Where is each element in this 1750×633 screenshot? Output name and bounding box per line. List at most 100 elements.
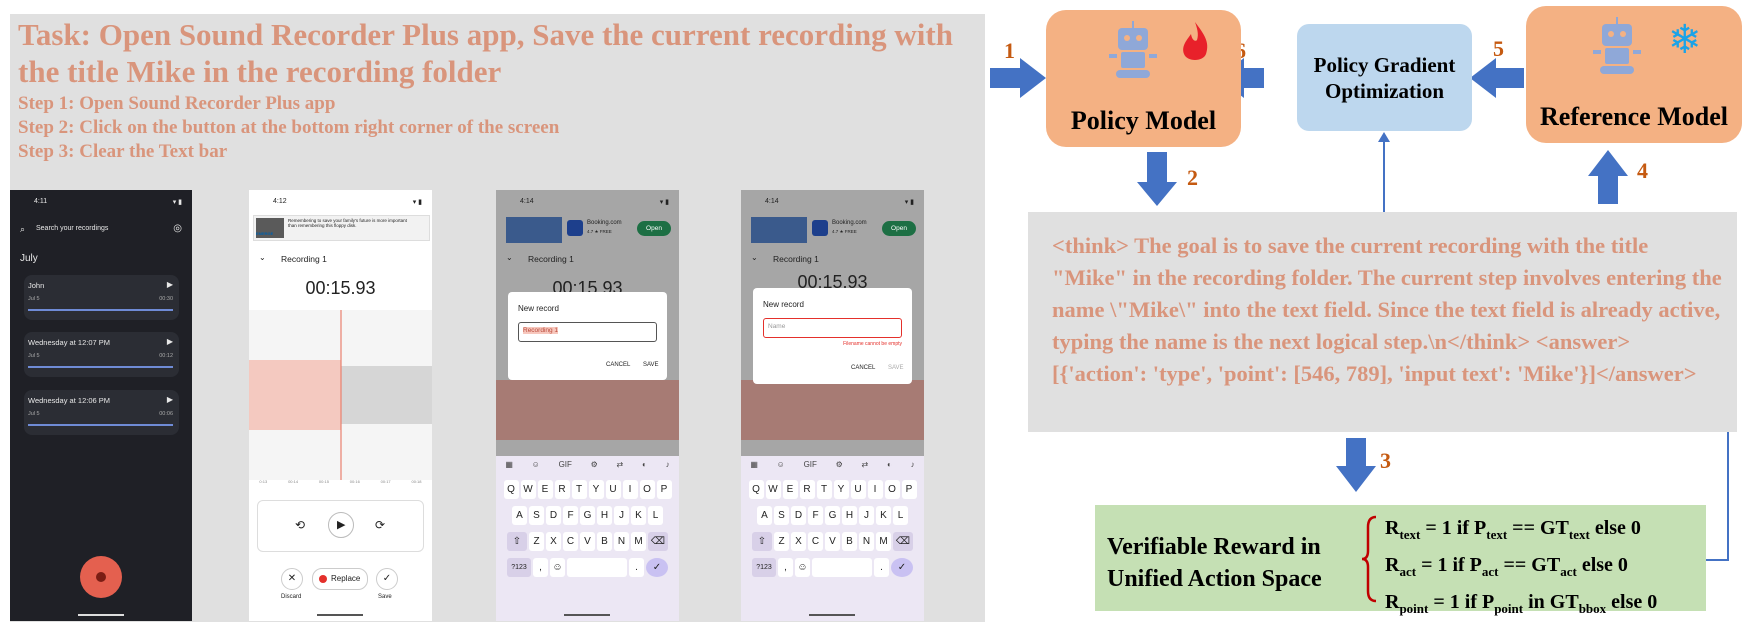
shift-icon[interactable]: ⇧ [507, 532, 527, 551]
rewind-icon[interactable]: ⟲ [295, 518, 306, 532]
key[interactable]: S [529, 506, 544, 525]
space-key[interactable] [812, 558, 872, 577]
enter-check-icon[interactable]: ✓ [646, 558, 668, 577]
key[interactable]: X [791, 532, 806, 551]
settings-icon[interactable]: ⚙ [590, 460, 598, 469]
key[interactable]: R [554, 480, 570, 499]
key[interactable]: O [639, 480, 655, 499]
search-input[interactable]: Search your recordings [36, 225, 109, 232]
backspace-icon[interactable]: ⌫ [648, 532, 668, 551]
replace-button[interactable]: Replace [312, 568, 368, 590]
key[interactable]: M [876, 532, 891, 551]
translate-icon[interactable]: ⇄ [616, 460, 624, 469]
recording-card-3[interactable]: Wednesday at 12:06 PM ▶ Jul 5 00:06 [24, 390, 179, 435]
key[interactable]: K [631, 506, 646, 525]
key[interactable]: N [614, 532, 629, 551]
mic-icon[interactable]: ♪ [665, 460, 670, 469]
play-button[interactable]: ▶ [328, 512, 354, 538]
key[interactable]: I [622, 480, 638, 499]
chevron-down-icon[interactable]: ⌄ [506, 253, 513, 262]
key[interactable]: A [757, 506, 772, 525]
shift-icon[interactable]: ⇧ [752, 532, 772, 551]
palette-icon[interactable]: ◐ [886, 460, 892, 469]
key[interactable]: Z [529, 532, 544, 551]
recording-card-1[interactable]: John ▶ Jul 5 00:30 [24, 275, 179, 320]
key[interactable]: U [850, 480, 866, 499]
emoji-icon[interactable]: ☺ [795, 558, 810, 577]
key[interactable]: W [765, 480, 781, 499]
key[interactable]: L [893, 506, 908, 525]
gif-button[interactable]: GIF [558, 460, 572, 469]
cancel-button[interactable]: CANCEL [606, 362, 631, 368]
key[interactable]: Q [748, 480, 764, 499]
discard-button[interactable]: ✕ [281, 568, 303, 590]
num-key[interactable]: ?123 [752, 558, 776, 577]
key[interactable]: J [859, 506, 874, 525]
comma-key[interactable]: , [778, 558, 793, 577]
key[interactable]: L [648, 506, 663, 525]
key[interactable]: D [546, 506, 561, 525]
key[interactable]: B [842, 532, 857, 551]
key[interactable]: Y [588, 480, 604, 499]
key[interactable]: Q [503, 480, 519, 499]
apps-icon[interactable]: ▦ [750, 460, 758, 469]
ad-open-button[interactable]: Open [637, 221, 671, 236]
save-button[interactable]: SAVE [888, 365, 904, 371]
palette-icon[interactable]: ◐ [641, 460, 647, 469]
play-icon[interactable]: ▶ [166, 395, 173, 404]
key[interactable]: X [546, 532, 561, 551]
sticker-icon[interactable]: ☺ [776, 460, 785, 469]
key[interactable]: C [808, 532, 823, 551]
key[interactable]: F [808, 506, 823, 525]
enter-check-icon[interactable]: ✓ [891, 558, 913, 577]
key[interactable]: C [563, 532, 578, 551]
mic-icon[interactable]: ♪ [910, 460, 915, 469]
name-input[interactable]: Name [763, 318, 902, 338]
save-button[interactable]: ✓ [376, 568, 398, 590]
play-icon[interactable]: ▶ [166, 337, 173, 346]
recording-card-2[interactable]: Wednesday at 12:07 PM ▶ Jul 5 00:12 [24, 332, 179, 377]
key[interactable]: W [520, 480, 536, 499]
key[interactable]: R [799, 480, 815, 499]
key[interactable]: P [901, 480, 917, 499]
key[interactable]: H [597, 506, 612, 525]
key[interactable]: M [631, 532, 646, 551]
key[interactable]: G [825, 506, 840, 525]
backspace-icon[interactable]: ⌫ [893, 532, 913, 551]
chevron-down-icon[interactable]: ⌄ [751, 253, 758, 262]
key[interactable]: H [842, 506, 857, 525]
key[interactable]: O [884, 480, 900, 499]
comma-key[interactable]: , [533, 558, 548, 577]
apps-icon[interactable]: ▦ [505, 460, 513, 469]
key[interactable]: P [656, 480, 672, 499]
ad-open-button[interactable]: Open [882, 221, 916, 236]
key[interactable]: A [512, 506, 527, 525]
ad-banner[interactable]: Remembering to save your family's future… [253, 215, 430, 241]
key[interactable]: D [791, 506, 806, 525]
space-key[interactable] [567, 558, 627, 577]
emoji-icon[interactable]: ☺ [550, 558, 565, 577]
search-icon[interactable]: ⌕ [20, 224, 26, 234]
key[interactable]: B [597, 532, 612, 551]
key[interactable]: S [774, 506, 789, 525]
forward-icon[interactable]: ⟳ [375, 518, 386, 532]
key[interactable]: T [816, 480, 832, 499]
key[interactable]: T [571, 480, 587, 499]
record-button[interactable] [80, 556, 122, 598]
key[interactable]: E [537, 480, 553, 499]
period-key[interactable]: . [629, 558, 644, 577]
gif-button[interactable]: GIF [803, 460, 817, 469]
settings-icon[interactable]: ⚙ [835, 460, 843, 469]
key[interactable]: I [867, 480, 883, 499]
key[interactable]: J [614, 506, 629, 525]
account-icon[interactable]: ◎ [173, 223, 182, 234]
key[interactable]: Y [833, 480, 849, 499]
key[interactable]: Z [774, 532, 789, 551]
key[interactable]: U [605, 480, 621, 499]
key[interactable]: V [825, 532, 840, 551]
translate-icon[interactable]: ⇄ [861, 460, 869, 469]
period-key[interactable]: . [874, 558, 889, 577]
key[interactable]: K [876, 506, 891, 525]
key[interactable]: V [580, 532, 595, 551]
sticker-icon[interactable]: ☺ [531, 460, 540, 469]
